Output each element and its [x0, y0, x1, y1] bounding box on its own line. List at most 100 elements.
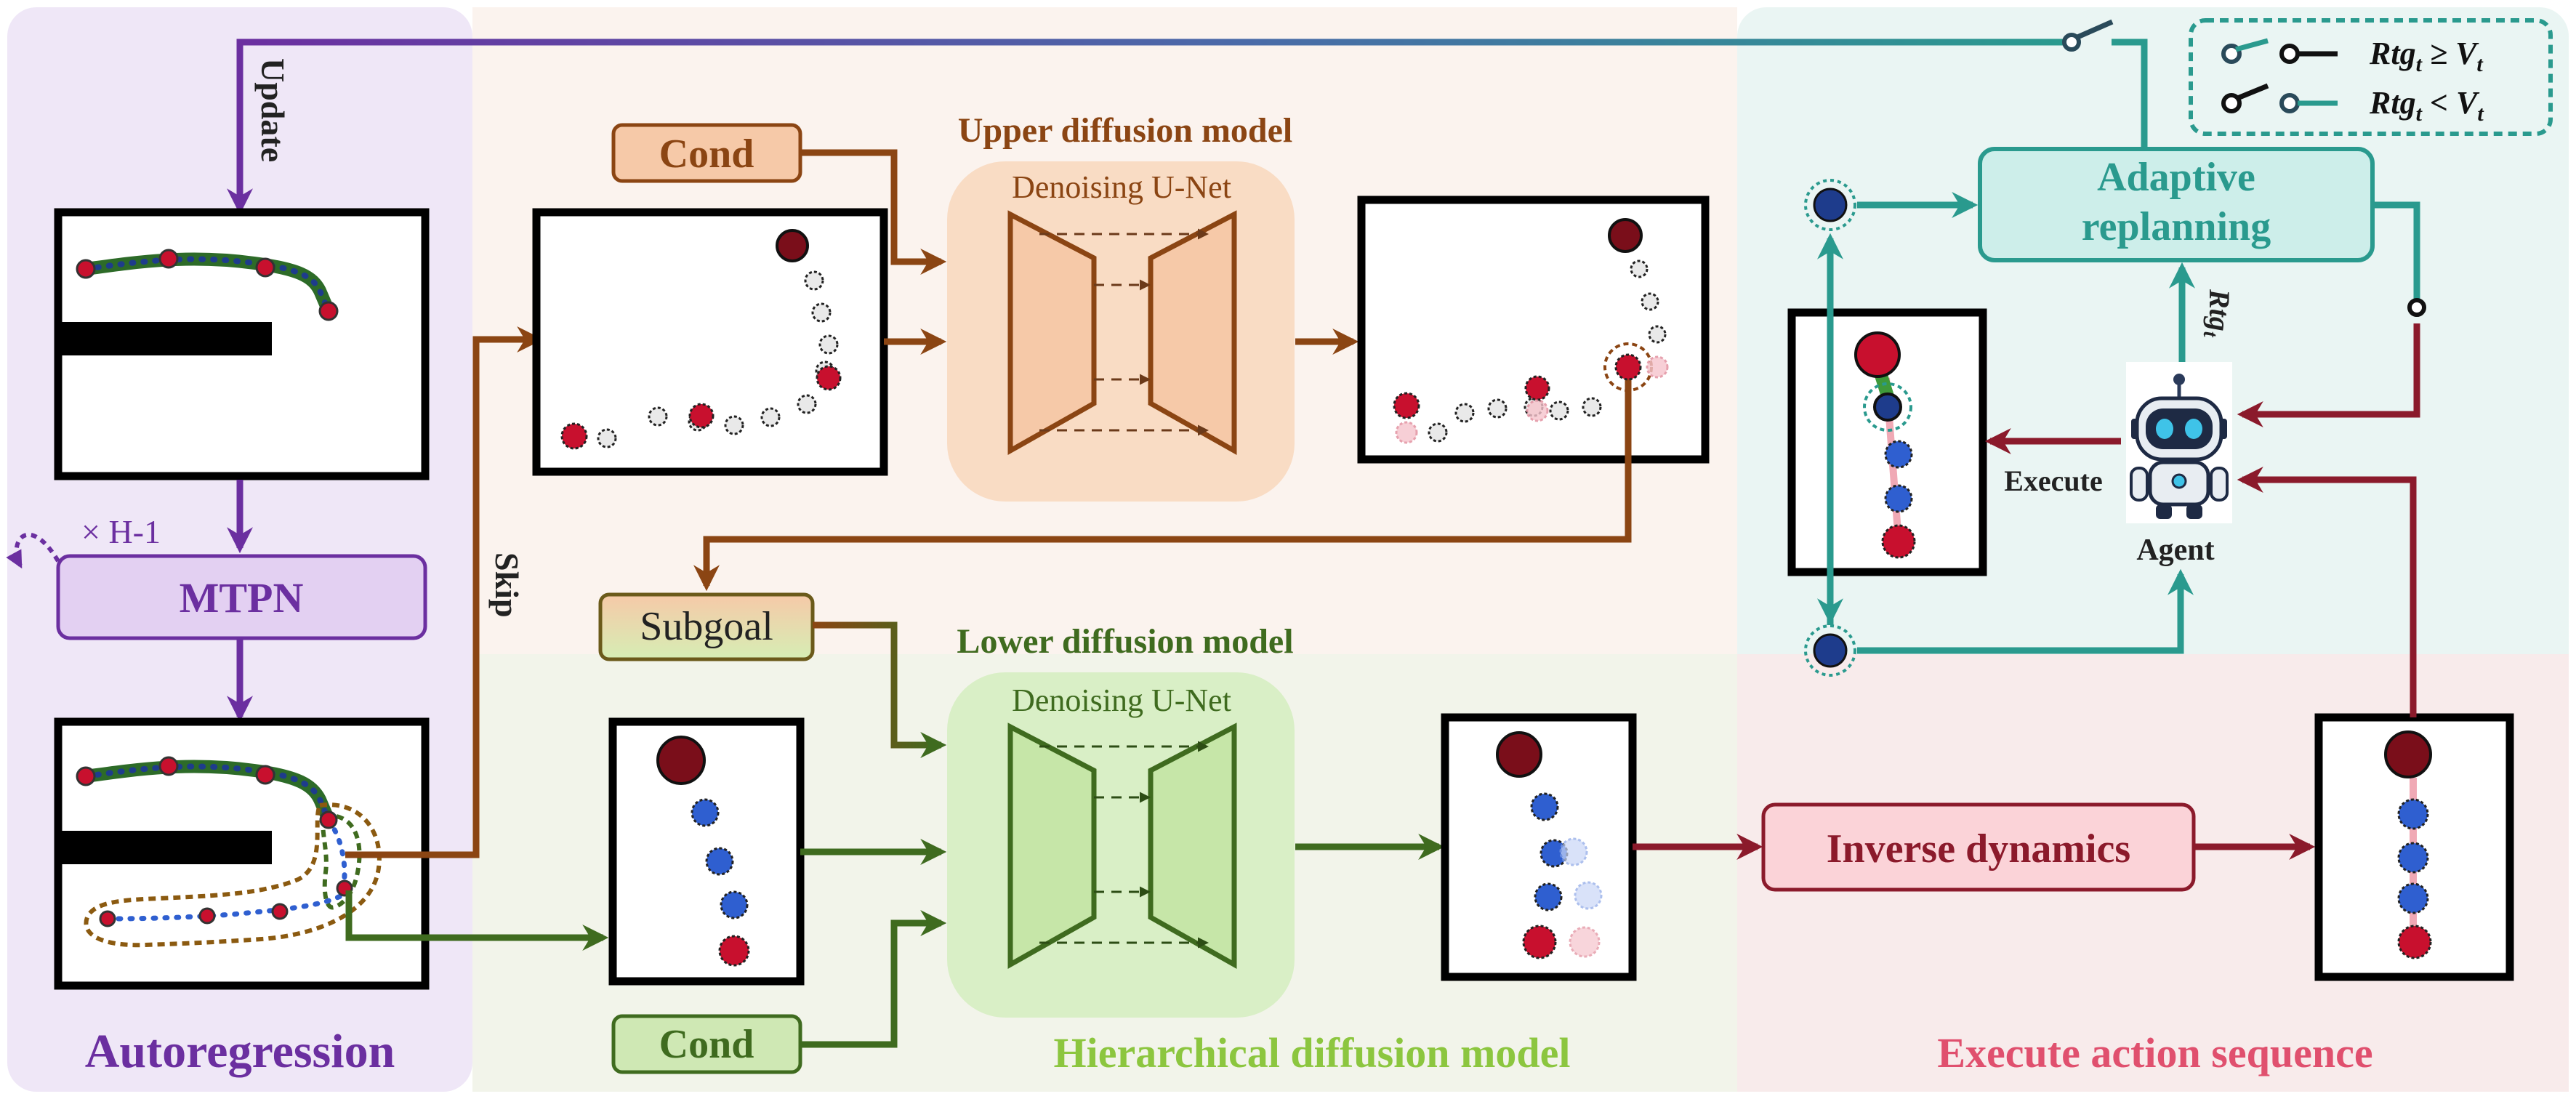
- goal-node: [656, 736, 706, 785]
- legend-row1-op: ≥ V: [2422, 36, 2479, 71]
- history-node: [76, 259, 96, 279]
- subgoal-node: [1393, 392, 1420, 419]
- rtg-side-label: Rtgt: [2199, 289, 2236, 338]
- legend-row2: Rtgt < Vt: [2369, 85, 2484, 126]
- lower-noisy-plan-box: [608, 717, 805, 986]
- history-node: [158, 756, 179, 776]
- selected-subgoal-node: [1614, 353, 1642, 381]
- predicted-node: [319, 810, 338, 829]
- predicted-node: [99, 910, 116, 927]
- action-node: [1530, 792, 1559, 821]
- plan-node: [1487, 398, 1508, 419]
- plan-node: [1582, 397, 1602, 417]
- history-trajectory-top: [79, 252, 335, 318]
- lower-unet-panel: [947, 672, 1295, 1018]
- agent-feedback-line: [2237, 323, 2420, 427]
- history-node: [318, 301, 339, 321]
- noise-node: [760, 407, 781, 427]
- goal-node: [776, 229, 809, 262]
- plan-node: [1630, 259, 1649, 278]
- noise-node: [648, 406, 668, 427]
- goal-node: [1854, 331, 1901, 378]
- previous-node: [1395, 421, 1418, 444]
- predicted-region-outline: [84, 802, 382, 948]
- option-node-bottom-core: [1813, 633, 1848, 668]
- update-label: Update: [254, 58, 291, 162]
- start-node: [1881, 524, 1916, 559]
- predicted-node: [198, 907, 216, 925]
- option-node-bottom: [1804, 624, 1856, 677]
- noise-node: [818, 334, 839, 355]
- previous-start-node: [1569, 926, 1601, 958]
- plan-node: [1549, 400, 1569, 421]
- previous-action-node: [1559, 837, 1588, 866]
- update-feedback-line: [227, 39, 2064, 215]
- start-node: [1522, 925, 1557, 959]
- lower-unet-label: Denoising U-Net: [1012, 683, 1231, 718]
- current-position-node: [1873, 392, 1902, 422]
- section-title-autoregression: Autoregression: [85, 1025, 395, 1078]
- legend-row2-rtg: Rtg: [2369, 85, 2416, 121]
- adaptive-label-line2: replanning: [2082, 204, 2271, 249]
- agent-label: Agent: [2136, 534, 2214, 567]
- rtg-side-sub: t: [2199, 331, 2221, 338]
- skip-arrow: [345, 326, 544, 858]
- noise-node: [597, 428, 617, 448]
- section-title-execute: Execute action sequence: [1937, 1029, 2372, 1076]
- subgoal-label: Subgoal: [640, 604, 773, 649]
- subgoal-node: [816, 365, 842, 391]
- executed-action-node: [2397, 798, 2429, 830]
- current-position-ring: [1863, 382, 1912, 432]
- start-node: [718, 935, 750, 967]
- history-node: [76, 766, 96, 786]
- legend-row1-vsub: t: [2476, 52, 2484, 76]
- legend-row2-op: < V: [2422, 85, 2480, 121]
- adaptive-branch-line: [2372, 201, 2420, 305]
- plan-node: [1641, 292, 1659, 311]
- noise-node: [811, 302, 832, 323]
- history-trajectory-bottom: [79, 760, 335, 826]
- obstacle-top: [61, 322, 272, 355]
- predicted-node: [271, 903, 289, 920]
- noise-node: [724, 415, 744, 435]
- execute-label: Execute: [2004, 464, 2103, 497]
- previous-node: [1646, 355, 1669, 379]
- lower-unet-encoder: [1007, 722, 1097, 969]
- executed-action-node: [2397, 882, 2429, 914]
- repeat-label: × H-1: [81, 513, 161, 550]
- subgoal-arrow: [693, 372, 1632, 592]
- mtpn-block: [56, 554, 427, 640]
- goal-node: [1608, 218, 1643, 253]
- upper-unet-encoder: [1007, 210, 1097, 455]
- legend-switch-open-icon: [2221, 83, 2338, 113]
- noise-action-node: [691, 798, 720, 827]
- upper-model-title: Upper diffusion model: [958, 111, 1293, 150]
- lower-input-arrow: [345, 890, 609, 951]
- history-node: [255, 257, 275, 278]
- legend-row1-sub: t: [2416, 52, 2423, 76]
- subgoal-node: [688, 403, 715, 429]
- legend-row1: Rtgt ≥ Vt: [2369, 36, 2484, 76]
- update-switch-node: [2062, 33, 2081, 52]
- skip-label: Skip: [488, 552, 526, 618]
- agent-robot-icon: [2126, 362, 2232, 523]
- noise-action-node: [705, 847, 734, 876]
- subgoal-to-lower-arrow: [813, 621, 947, 758]
- lower-model-title: Lower diffusion model: [957, 622, 1293, 661]
- cond-upper-label: Cond: [659, 132, 754, 177]
- section-title-hierarchical: Hierarchical diffusion model: [1053, 1029, 1570, 1076]
- cond-lower-arrow: [800, 910, 947, 1048]
- replan-action-node: [1884, 440, 1913, 469]
- previous-node: [1526, 399, 1549, 422]
- repeat-loop-arrow: [6, 532, 60, 569]
- legend-row1-rtg: Rtg: [2369, 36, 2416, 71]
- replan-action-node: [1884, 484, 1913, 513]
- lower-unet-decoder: [1148, 722, 1237, 969]
- upper-unet-label: Denoising U-Net: [1012, 169, 1231, 205]
- legend-switch-closed-icon: [2221, 38, 2338, 64]
- rtg-side-text: Rtg: [2203, 289, 2236, 331]
- plan-node: [1428, 422, 1448, 443]
- option-node-top: [1804, 179, 1856, 231]
- obstacle-bottom: [61, 831, 272, 864]
